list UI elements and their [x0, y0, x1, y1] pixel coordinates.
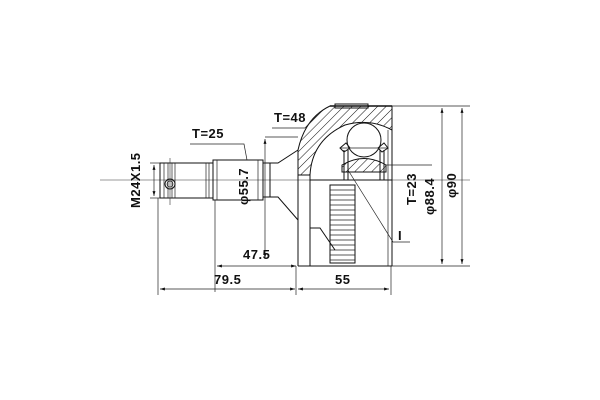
threaded-stub: [159, 158, 214, 205]
svg-text:M24X1.5: M24X1.5: [128, 152, 143, 208]
label-bell-teeth: T=48: [272, 110, 321, 129]
dim-47-5: 47.5: [214, 200, 296, 292]
svg-text:φ90: φ90: [444, 173, 459, 198]
label-outer-diameter: φ90: [444, 108, 464, 264]
label-shaft-diameter: φ55.7: [236, 136, 298, 258]
dim-55: 55: [298, 266, 392, 295]
label-inner-teeth: T=23: [385, 164, 432, 205]
shaft-spline: [212, 149, 299, 221]
bell-housing: [297, 103, 393, 267]
dim-79-5: 79.5: [157, 198, 297, 295]
svg-text:I: I: [398, 228, 402, 243]
label-shaft-teeth: T=25: [190, 126, 248, 161]
svg-text:47.5: 47.5: [243, 247, 270, 262]
ball: [346, 122, 382, 158]
inner-race-cage: [339, 122, 389, 180]
svg-text:φ55.7: φ55.7: [236, 168, 251, 205]
inner-race: [341, 158, 387, 173]
svg-text:79.5: 79.5: [214, 272, 241, 287]
label-inner-ref: I: [347, 169, 410, 243]
svg-text:φ88.4: φ88.4: [422, 178, 437, 215]
svg-text:T=48: T=48: [274, 110, 306, 125]
label-abs-diameter: φ88.4: [392, 105, 470, 267]
bell-section-hatch: [297, 105, 393, 176]
svg-text:T=25: T=25: [192, 126, 224, 141]
label-thread: M24X1.5: [128, 152, 160, 208]
svg-text:55: 55: [335, 272, 350, 287]
svg-text:T=23: T=23: [404, 173, 419, 205]
abs-ring: [310, 184, 356, 264]
